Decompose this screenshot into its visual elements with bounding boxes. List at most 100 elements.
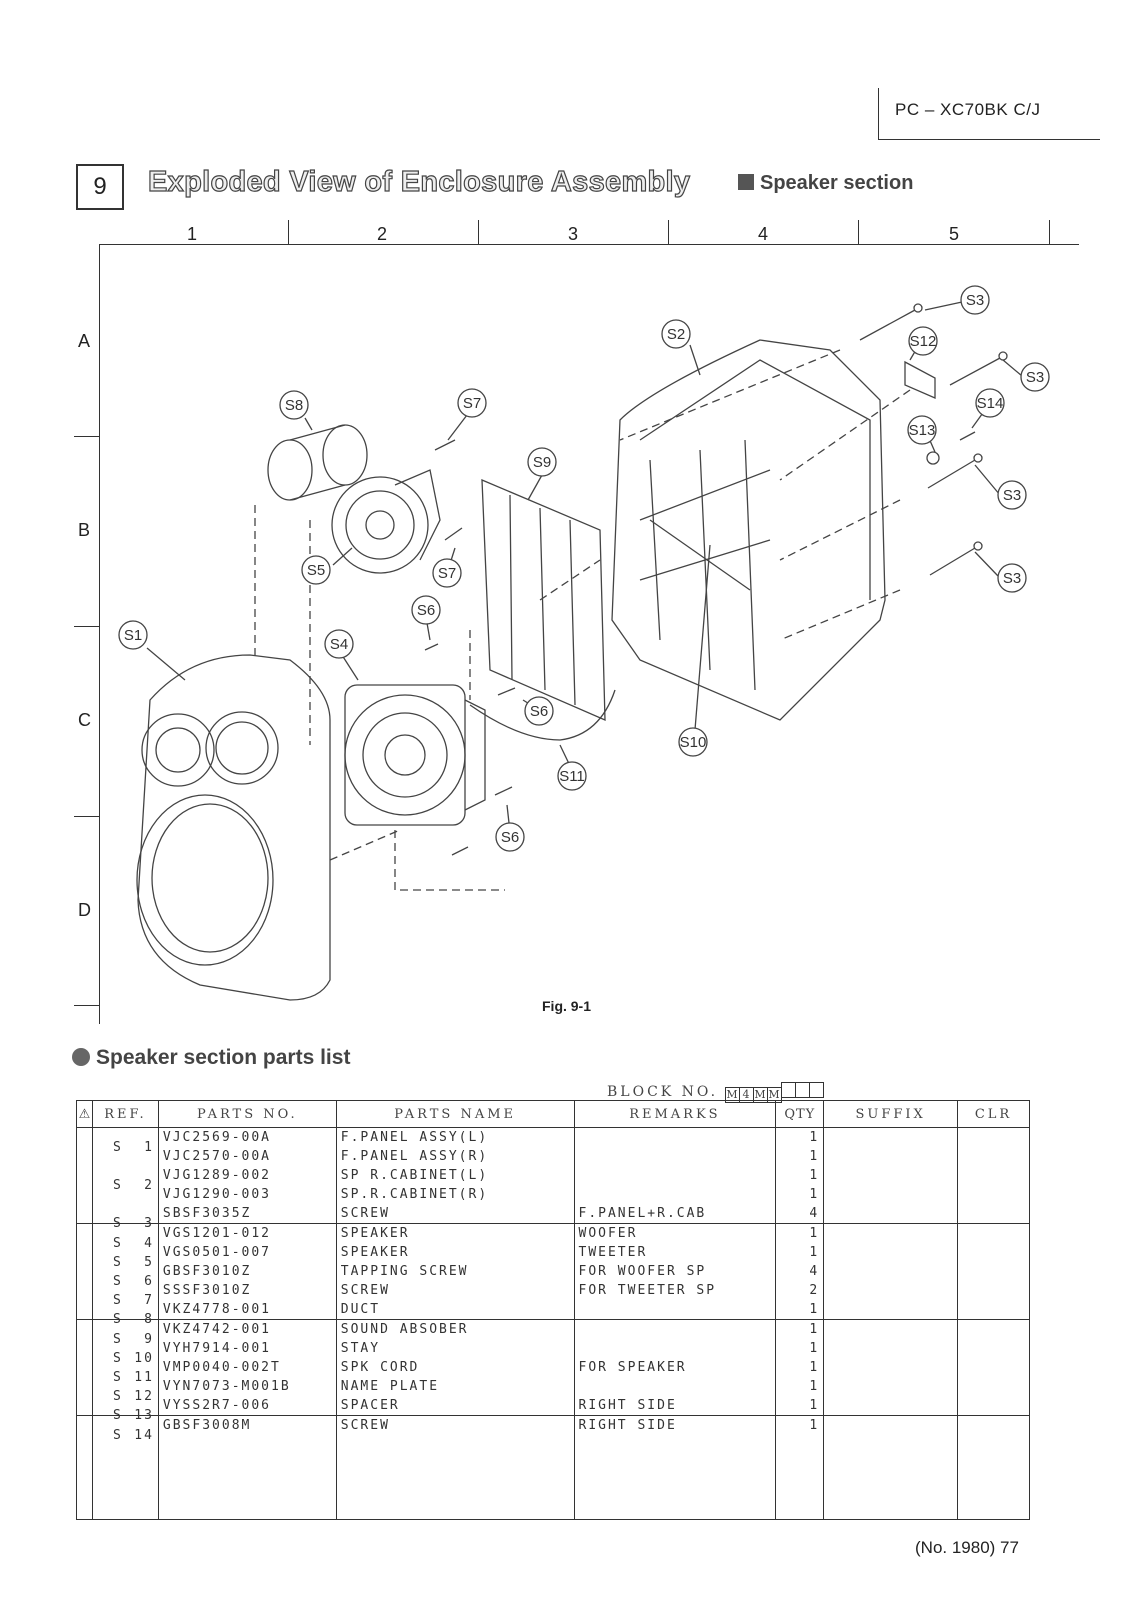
callout-label: S1 (124, 627, 142, 644)
remarks-cell: FOR TWEETER SP (573, 1281, 777, 1300)
qty-cell: 4 (775, 1262, 825, 1281)
safety-cell (76, 1281, 93, 1300)
parts-no-cell: VKZ4778-001 (157, 1300, 337, 1320)
section-subtitle: Speaker section (738, 172, 913, 195)
callout-s3 (997, 480, 1027, 510)
parts-list-title-text: Speaker section parts list (96, 1046, 351, 1069)
clr-cell (957, 1281, 1030, 1300)
parts-name-cell: SCREW (335, 1415, 575, 1435)
grid-row-divider (74, 1005, 100, 1006)
callout-s9 (527, 447, 557, 477)
exploded-view-drawing: S1 S2 S3 S3 S3 S3 S4 S5 S6 S6 S6 S7 S7 S… (118, 285, 1050, 1001)
parts-name-cell: SP R.CABINET(L) (335, 1166, 575, 1185)
qty-cell: 1 (775, 1300, 825, 1320)
parts-no-cell: VMP0040-002T (157, 1358, 337, 1377)
clr-cell (957, 1358, 1030, 1377)
rear-cabinet (611, 339, 886, 721)
parts-no-cell: VYSS2R7-006 (157, 1396, 337, 1416)
screws (424, 303, 1008, 856)
grid-col-divider (858, 220, 859, 244)
safety-cell (76, 1396, 93, 1416)
callout-label: S5 (307, 562, 325, 579)
parts-name-cell: SPEAKER (335, 1223, 575, 1243)
col-clr: CLR (957, 1100, 1030, 1128)
parts-name-cell: SPEAKER (335, 1243, 575, 1262)
parts-name-cell: DUCT (335, 1300, 575, 1320)
parts-no-cell: VYH7914-001 (157, 1339, 337, 1358)
callout-label: S13 (909, 422, 936, 439)
callout-label: S2 (667, 326, 685, 343)
suffix-cell (823, 1223, 959, 1243)
parts-no-cell: VJG1289-002 (157, 1166, 337, 1185)
model-number: PC – XC70BK C/J (895, 100, 1041, 119)
remarks-cell: TWEETER (573, 1243, 777, 1262)
header-underline (878, 139, 1100, 140)
grid-col-2: 2 (376, 224, 387, 244)
grid-col-5: 5 (948, 224, 959, 244)
suffix-cell (823, 1396, 959, 1416)
clr-cell (957, 1243, 1030, 1262)
suffix-cell (823, 1281, 959, 1300)
blank-cell (775, 1435, 825, 1520)
safety-cell (76, 1339, 93, 1358)
callout-s7 (457, 388, 487, 418)
ref-prefix: S (112, 1427, 123, 1443)
parts-no-cell: VJG1290-003 (157, 1185, 337, 1204)
grid-row-a: A (78, 331, 91, 351)
callout-s1 (118, 620, 148, 650)
parts-list-title: Speaker section parts list (72, 1046, 350, 1070)
grid-left-border (99, 244, 100, 1024)
suffix-cell (823, 1185, 959, 1204)
grid-col-divider (668, 220, 669, 244)
ref-prefix: S (112, 1311, 123, 1327)
blank-cell (573, 1435, 777, 1520)
suffix-cell (823, 1166, 959, 1185)
safety-cell (76, 1300, 93, 1320)
table-blank-row (76, 1435, 1030, 1520)
safety-cell (76, 1166, 93, 1185)
callout-label: S9 (533, 454, 551, 471)
grid-col-1: 1 (186, 224, 197, 244)
grid-row-c: C (78, 710, 91, 730)
parts-name-cell: SP.R.CABINET(R) (335, 1185, 575, 1204)
parts-name-cell: SPK CORD (335, 1358, 575, 1377)
speaker-cord (469, 689, 616, 741)
suffix-cell (823, 1262, 959, 1281)
clr-cell (957, 1396, 1030, 1416)
square-bullet-icon (738, 174, 754, 190)
blank-cell (335, 1435, 575, 1520)
qty-cell: 1 (775, 1319, 825, 1339)
parts-name-cell: SCREW (335, 1204, 575, 1224)
safety-cell (76, 1319, 93, 1339)
page-number: (No. 1980) 77 (915, 1538, 1019, 1557)
grid-top-border (100, 244, 1079, 245)
safety-warning-icon: ⚠ (76, 1100, 93, 1128)
callout-label: S7 (438, 565, 456, 582)
block-cell (780, 1082, 796, 1098)
safety-cell (76, 1377, 93, 1396)
qty-cell: 2 (775, 1281, 825, 1300)
remarks-cell (573, 1300, 777, 1320)
qty-cell: 1 (775, 1339, 825, 1358)
suffix-cell (823, 1300, 959, 1320)
callout-s8 (279, 390, 309, 420)
remarks-cell: RIGHT SIDE (573, 1415, 777, 1435)
grid-col-divider (288, 220, 289, 244)
section-title: Exploded View of Enclosure Assembly (147, 165, 691, 198)
callout-label: S12 (910, 333, 937, 350)
qty-cell: 1 (775, 1396, 825, 1416)
safety-cell (76, 1223, 93, 1243)
parts-name-cell: TAPPING SCREW (335, 1262, 575, 1281)
callout-s4 (324, 629, 354, 659)
callout-label: S7 (463, 395, 481, 412)
